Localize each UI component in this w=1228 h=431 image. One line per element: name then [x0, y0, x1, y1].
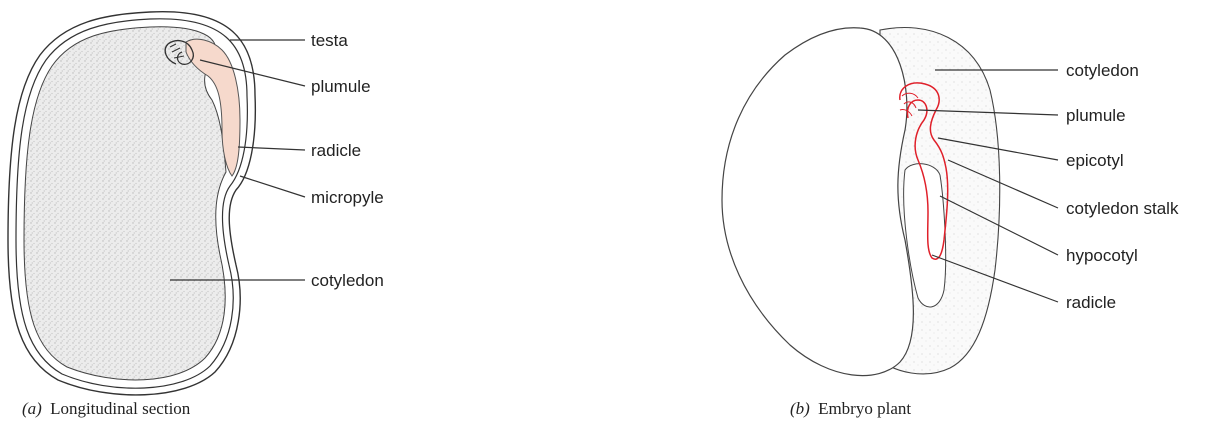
leader-radicle-a [238, 147, 305, 150]
label-radicle-b: radicle [1066, 293, 1116, 312]
caption-a-text: Longitudinal section [50, 399, 191, 418]
label-plumule-b: plumule [1066, 106, 1126, 125]
caption-b-text: Embryo plant [818, 399, 911, 418]
label-plumule-a: plumule [311, 77, 371, 96]
front-cotyledon [722, 28, 913, 376]
caption-b-letter: (b) [790, 399, 810, 418]
panel-a-longitudinal-section: testa plumule radicle micropyle cotyledo… [8, 12, 384, 418]
label-micropyle: micropyle [311, 188, 384, 207]
caption-a-letter: (a) [22, 399, 42, 418]
leader-micropyle-a [240, 176, 305, 197]
panel-b-embryo-plant: cotyledon plumule epicotyl cotyledon sta… [722, 28, 1179, 419]
label-cotyledon-stalk: cotyledon stalk [1066, 199, 1179, 218]
cotyledon-body [24, 27, 226, 380]
label-hypocotyl: hypocotyl [1066, 246, 1138, 265]
caption-a: (a) Longitudinal section [22, 399, 191, 418]
label-radicle-a: radicle [311, 141, 361, 160]
label-cotyledon-b: cotyledon [1066, 61, 1139, 80]
label-epicotyl: epicotyl [1066, 151, 1124, 170]
label-testa: testa [311, 31, 348, 50]
caption-b: (b) Embryo plant [790, 399, 911, 418]
label-cotyledon-a: cotyledon [311, 271, 384, 290]
